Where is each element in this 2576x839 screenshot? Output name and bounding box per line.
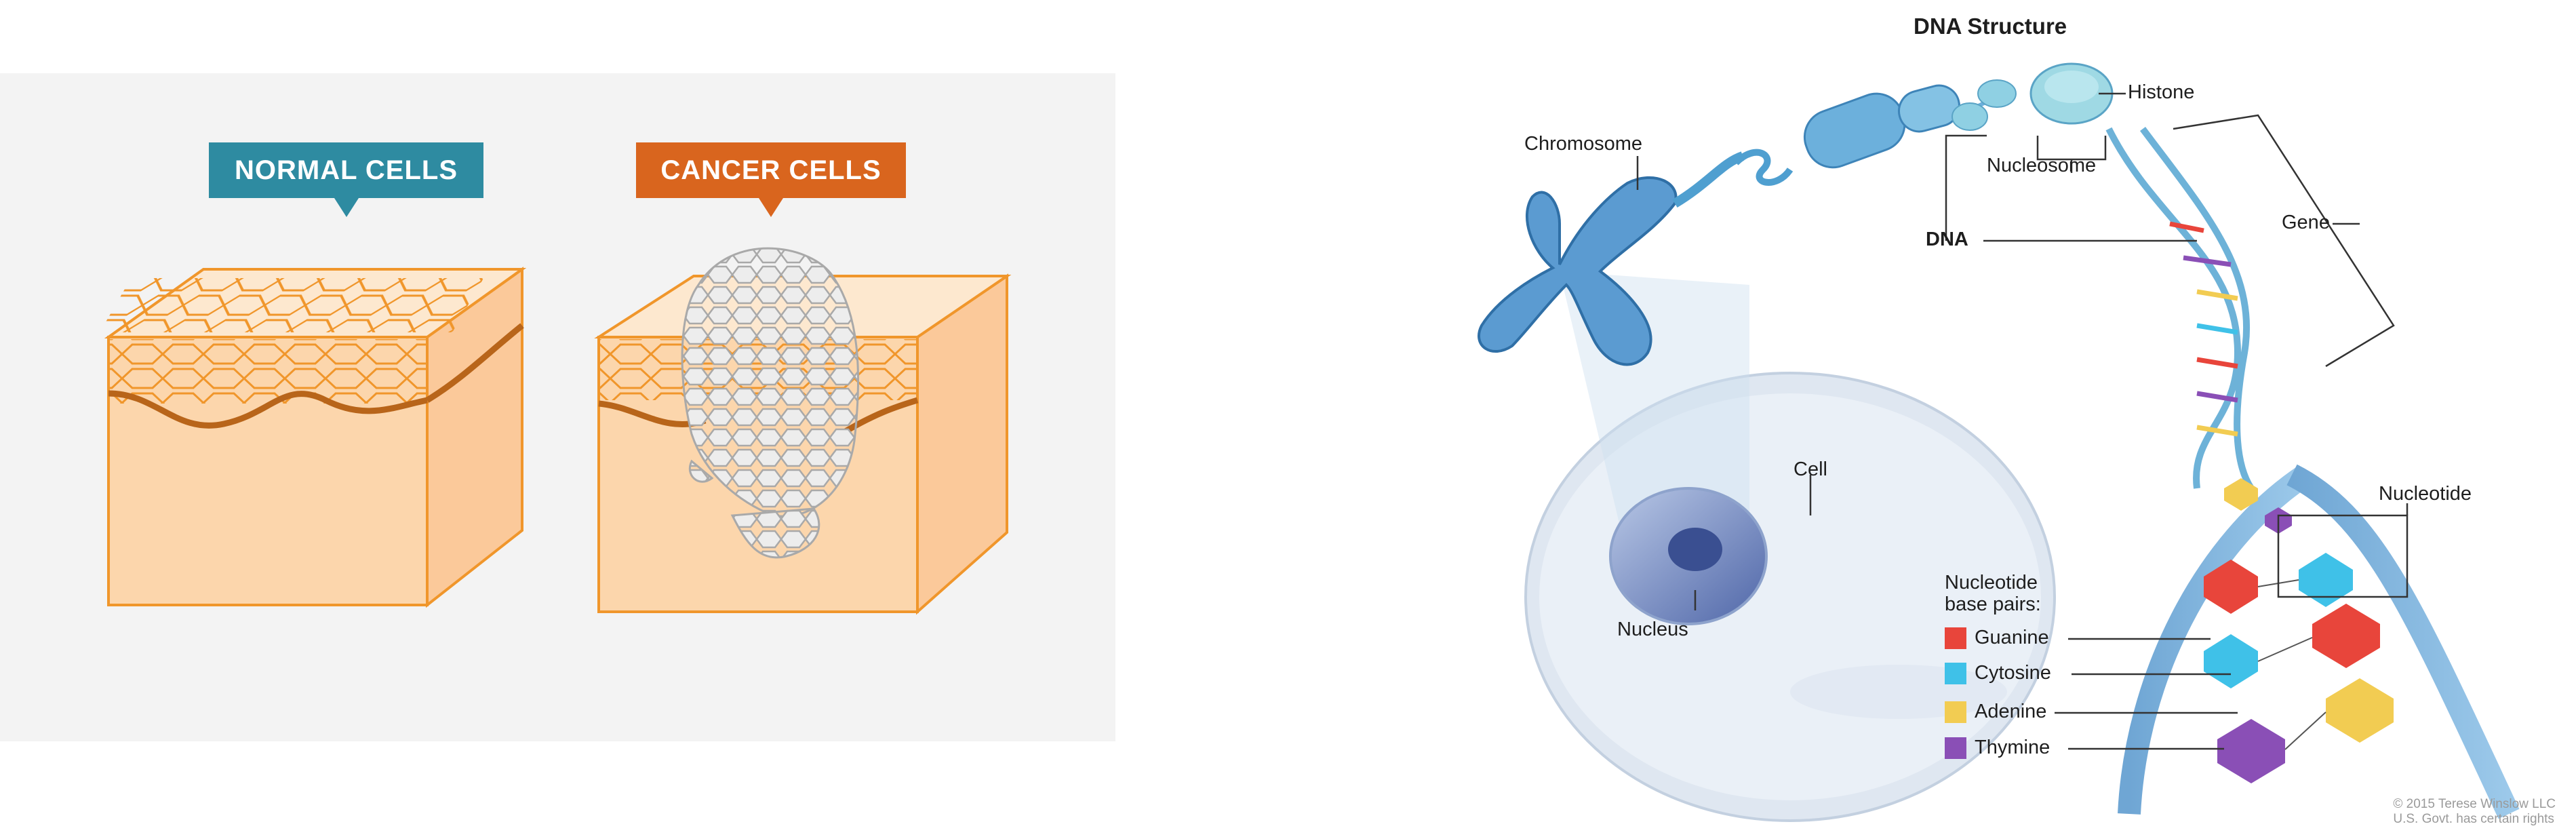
chromatin-coils [1672,62,2114,208]
legend-title-line1: Nucleotide [1945,572,2038,593]
adenine-swatch [1945,701,1966,724]
chromosome-label: Chromosome [1524,133,1643,155]
normal-cells-callout: NORMAL CELLS [209,142,483,217]
legend-item-cytosine: Cytosine [1945,662,2051,685]
legend-label: Guanine [1975,627,2049,648]
dna-label: DNA [1926,229,1968,250]
gene-label: Gene [2282,212,2330,233]
legend-label: Cytosine [1975,662,2051,684]
dna-helix-upper [2105,126,2255,490]
cytosine-swatch [1945,663,1966,685]
legend-item-thymine: Thymine [1945,737,2050,760]
leader-lines [1636,92,2409,750]
credit-line-1: © 2015 Terese Winslow LLC [2393,797,2556,811]
nucleosome-label: Nucleosome [1987,155,2097,176]
legend-label: Adenine [1975,701,2047,722]
nucleus [1609,487,1768,625]
cell-label: Cell [1794,458,1827,480]
legend-label: Thymine [1975,737,2050,758]
credit-line-2: U.S. Govt. has certain rights [2393,812,2554,826]
legend-item-guanine: Guanine [1945,627,2049,650]
guanine-swatch [1945,627,1966,650]
histone-label: Histone [2128,81,2195,103]
legend-item-adenine: Adenine [1945,701,2047,724]
thymine-swatch [1945,737,1966,760]
normal-tissue-block [100,267,527,608]
copyright-credit: © 2015 Terese Winslow LLC U.S. Govt. has… [2393,797,2556,827]
nucleotide-label: Nucleotide [2379,483,2472,505]
dna-helix-lower [2118,464,2520,819]
nucleus-label: Nucleus [1617,619,1688,640]
chromosome [1478,176,1678,366]
legend-title-line2: base pairs: [1945,593,2041,615]
cancer-cells-callout: CANCER CELLS [636,142,906,217]
cancer-tissue-block [594,247,1012,615]
diagram-title: DNA Structure [1914,14,2067,39]
